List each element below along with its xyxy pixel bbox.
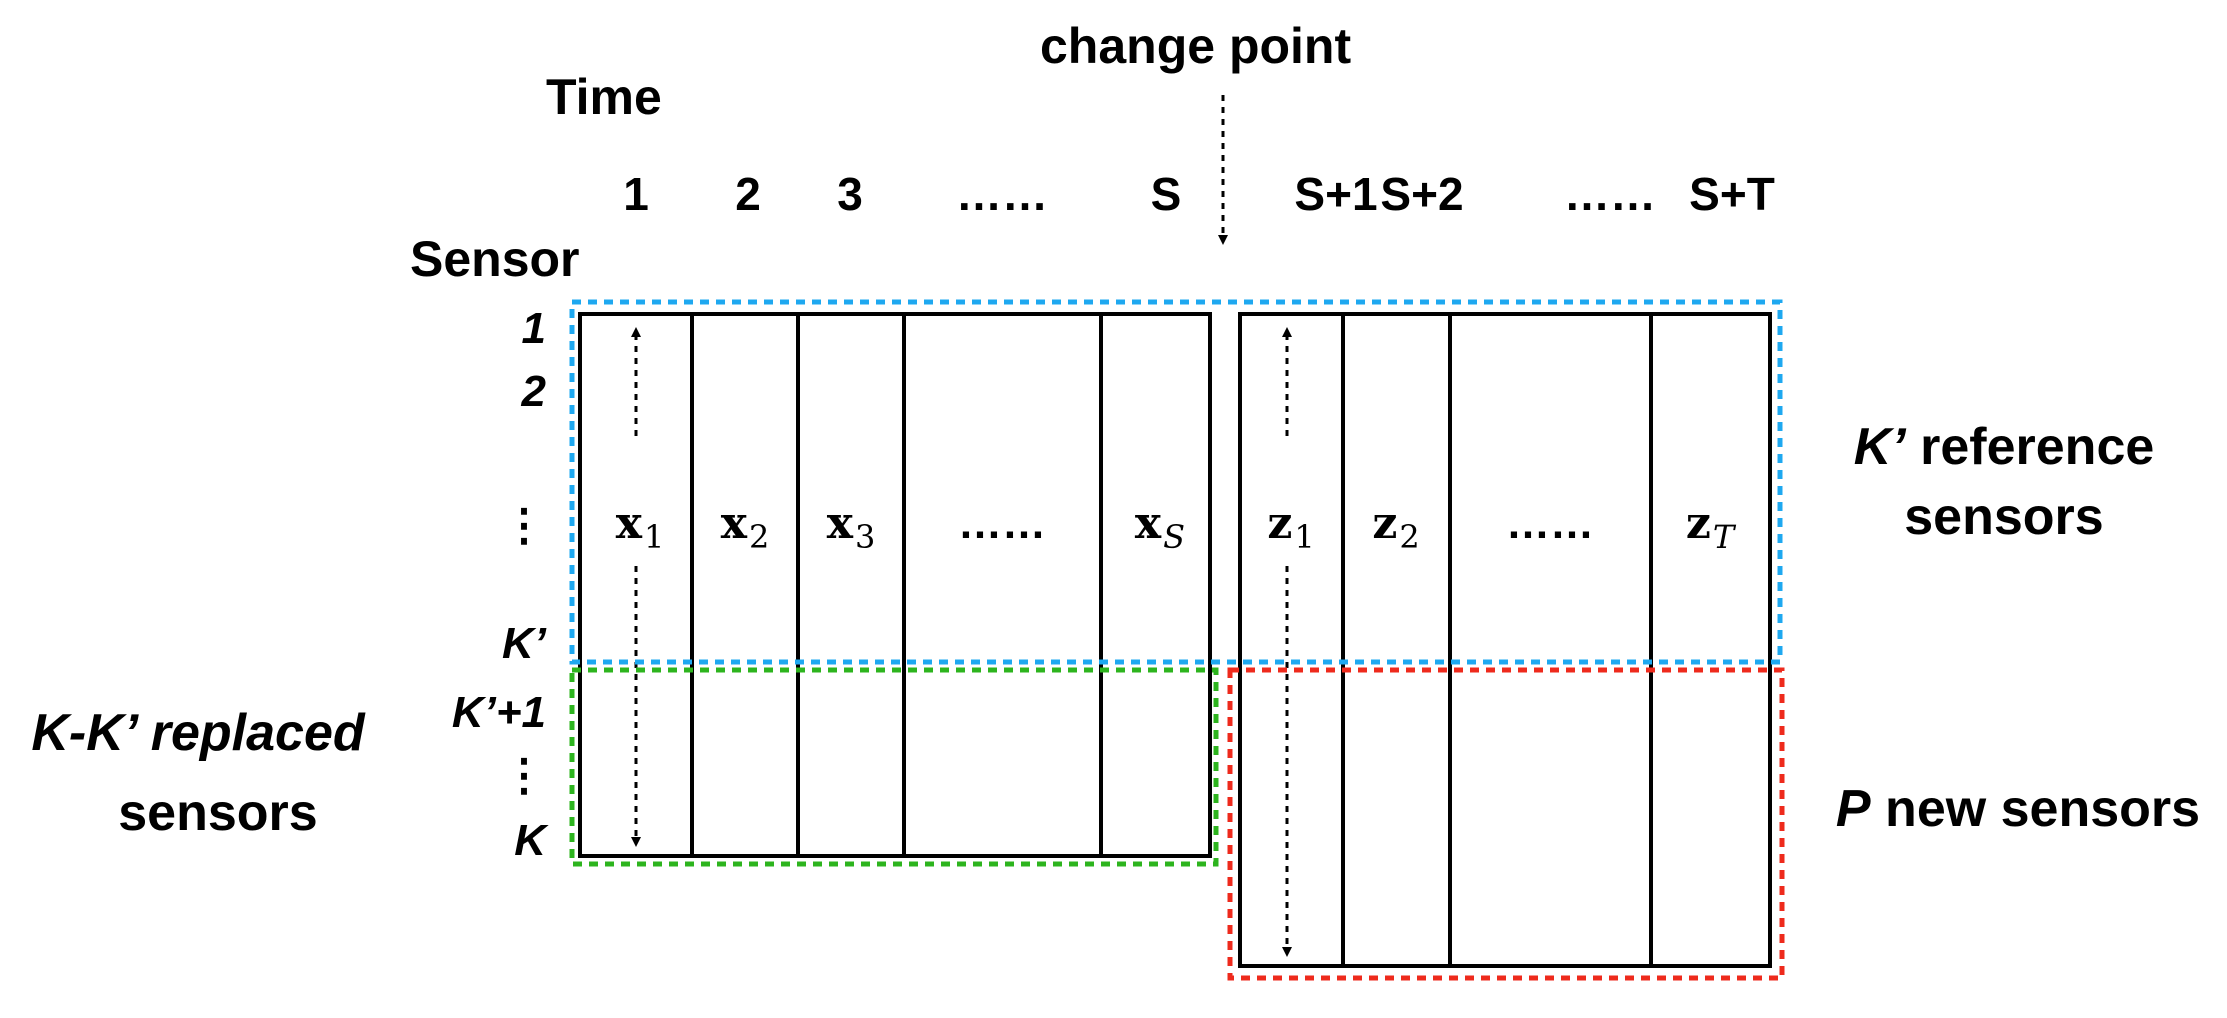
- replaced-sensors-label-line2: sensors: [118, 784, 317, 842]
- sensor-tick-label: 2: [521, 367, 547, 416]
- column-variable: x: [721, 498, 748, 549]
- time-tick-label: 3: [837, 168, 863, 220]
- time-tick-label: S: [1151, 168, 1182, 220]
- reference-sensors-box: [569, 299, 1783, 665]
- column-subscript: 1: [1294, 518, 1314, 556]
- after-change-frame: [1238, 312, 1772, 968]
- column-subscript: 1: [644, 518, 664, 556]
- new-sensors-label: P new sensors: [1836, 780, 2200, 838]
- sensor-tick-label: ⋮: [502, 751, 546, 800]
- sensor-tick-label: K’+1: [452, 688, 546, 737]
- before-column-label: x1: [616, 498, 665, 556]
- reference-sensors-label-line2: sensors: [1904, 488, 2103, 546]
- column-subscript: T: [1713, 518, 1737, 556]
- replaced-sensors-label: K-K’ replaced: [31, 704, 366, 762]
- reference-sensors-label: K’ reference: [1854, 418, 2155, 476]
- column-subscript: 3: [855, 518, 875, 556]
- time-tick-label: 2: [735, 168, 761, 220]
- sensor-tick-label: K’: [502, 619, 547, 668]
- before-column-label: x3: [827, 498, 876, 556]
- column-subscript: 2: [1399, 518, 1419, 556]
- change-point-label: change point: [1040, 18, 1351, 74]
- before-change-frame: [578, 312, 1212, 858]
- time-tick-label: S+2: [1380, 168, 1463, 220]
- sensor-tick-label: ⋮: [502, 501, 546, 550]
- before-column-label: ……: [958, 499, 1046, 548]
- time-axis-label: Time: [546, 69, 662, 125]
- after-column-label: z1: [1267, 498, 1314, 556]
- sensor-axis-label: Sensor: [410, 231, 580, 287]
- column-subscript: S: [1163, 518, 1185, 556]
- column-variable: x: [616, 498, 643, 549]
- sensor-tick-label: 1: [522, 304, 546, 353]
- time-tick-label: ……: [956, 168, 1048, 220]
- new-label-text: new sensors: [1871, 780, 2200, 838]
- replaced-sensors-box: [569, 667, 1219, 867]
- new-sensors-box: [1227, 667, 1785, 981]
- column-variable: z: [1372, 498, 1397, 549]
- column-variable: z: [1686, 498, 1711, 549]
- time-tick-label: S+1: [1294, 168, 1377, 220]
- column-variable: z: [1267, 498, 1292, 549]
- sensor-ticks: 1 2 ⋮ K’ K’+1 ⋮ K: [452, 304, 549, 865]
- new-symbol: P: [1836, 780, 1871, 838]
- reference-symbol: K’: [1854, 418, 1908, 476]
- column-subscript: 2: [749, 518, 769, 556]
- before-column-label: xS: [1135, 498, 1185, 556]
- after-column-label: z2: [1372, 498, 1419, 556]
- column-variable: x: [827, 498, 854, 549]
- time-tick-label: ……: [1564, 168, 1656, 220]
- time-tick-label: 1: [623, 168, 649, 220]
- column-variable: x: [1135, 498, 1162, 549]
- reference-label-text: reference: [1906, 418, 2155, 476]
- sensor-tick-label: K: [514, 816, 549, 865]
- after-column-label: zT: [1686, 498, 1737, 556]
- time-tick-label: S+T: [1689, 168, 1775, 220]
- after-column-label: ……: [1506, 499, 1594, 548]
- before-column-label: x2: [721, 498, 770, 556]
